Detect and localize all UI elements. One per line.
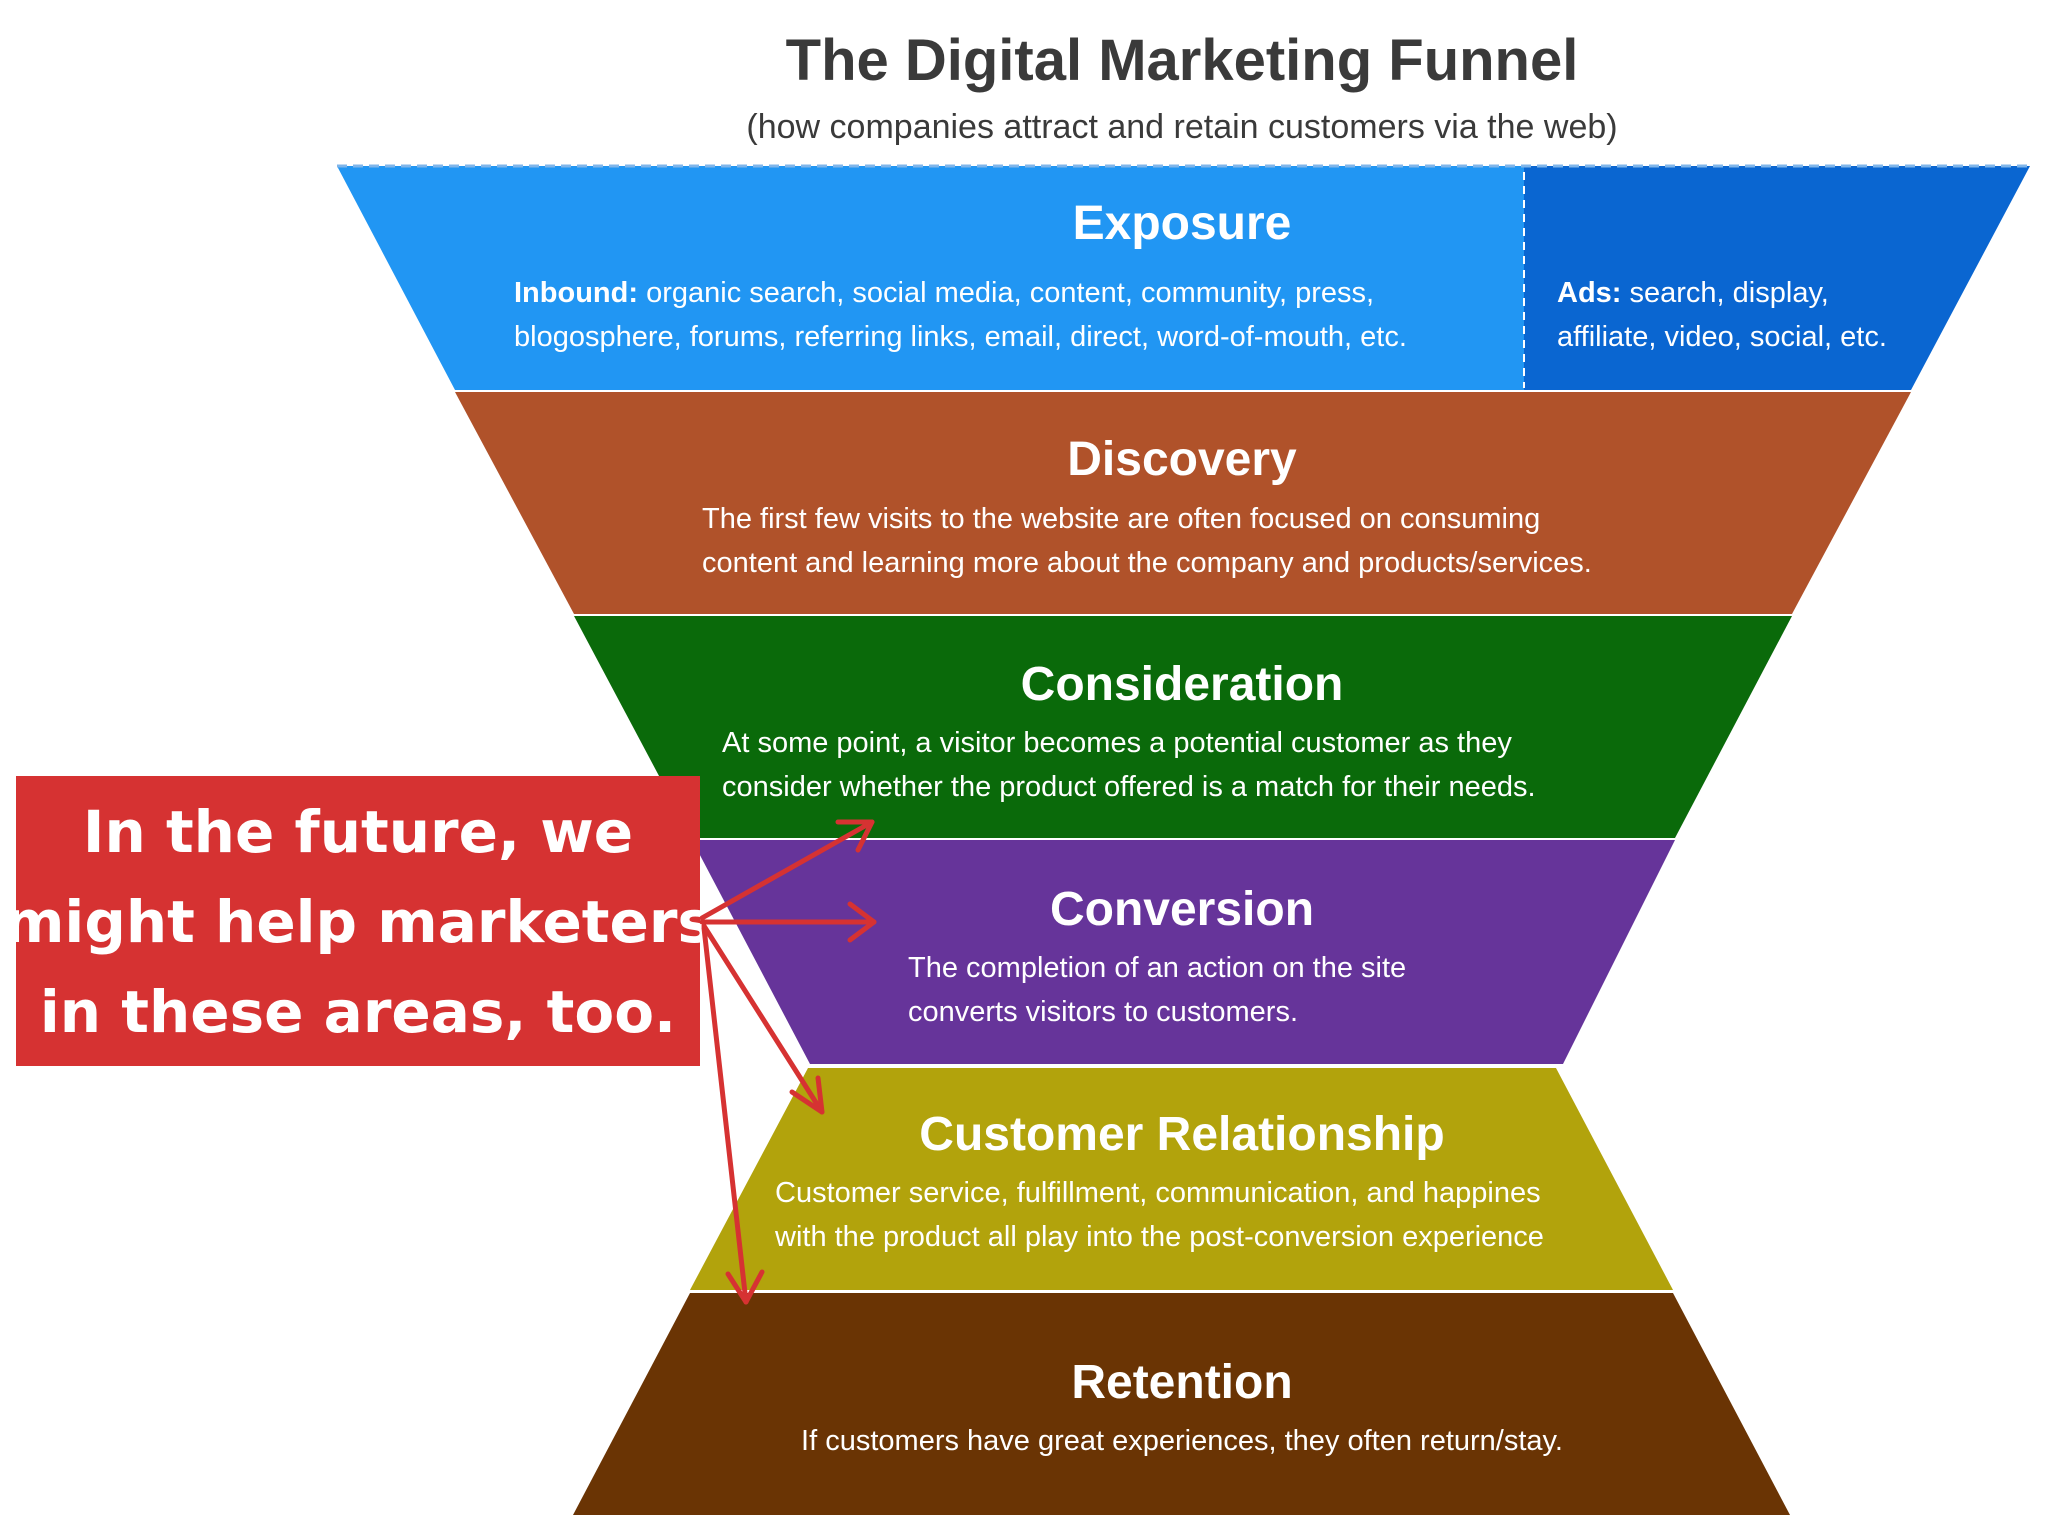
stage-title-customer-relationship: Customer Relationship xyxy=(919,1108,1444,1161)
exposure-inbound-line2: blogosphere, forums, referring links, em… xyxy=(514,321,1407,353)
consideration-line2: consider whether the product offered is … xyxy=(722,771,1536,803)
conversion-band xyxy=(692,840,1675,1064)
conversion-line2: converts visitors to customers. xyxy=(908,996,1298,1028)
exposure-ads-band xyxy=(1524,166,2030,390)
consideration-band xyxy=(574,616,1792,838)
arrow-to-consideration xyxy=(699,819,875,921)
discovery-line2: content and learning more about the comp… xyxy=(702,547,1592,579)
stage-discovery: Discovery The first few visits to the we… xyxy=(455,392,1911,614)
discovery-line1: The first few visits to the website are … xyxy=(702,503,1540,535)
retention-line1: If customers have great experiences, the… xyxy=(801,1425,1563,1457)
stage-customer-relationship: Customer Relationship Customer service, … xyxy=(690,1068,1673,1290)
callout-line3: in these areas, too. xyxy=(40,978,676,1046)
callout-arrows xyxy=(699,819,877,1305)
customer-relationship-line1: Customer service, fulfillment, communica… xyxy=(775,1177,1541,1209)
callout-line2: might help marketers xyxy=(4,888,712,956)
stage-exposure: Exposure Inbound: organic search, social… xyxy=(337,164,2030,390)
customer-relationship-band xyxy=(690,1068,1673,1290)
exposure-ads-line1: Ads: search, display, xyxy=(1557,277,1829,309)
retention-band xyxy=(573,1293,1790,1515)
stage-title-discovery: Discovery xyxy=(1067,433,1297,486)
conversion-line1: The completion of an action on the site xyxy=(908,952,1406,984)
stage-retention: Retention If customers have great experi… xyxy=(573,1293,1790,1515)
stage-consideration: Consideration At some point, a visitor b… xyxy=(574,616,1792,838)
diagram-subtitle: (how companies attract and retain custom… xyxy=(746,108,1617,146)
stage-title-exposure: Exposure xyxy=(1073,197,1292,250)
callout-line1: In the future, we xyxy=(83,798,633,866)
stage-conversion: Conversion The completion of an action o… xyxy=(692,840,1675,1064)
customer-relationship-line2: with the product all play into the post-… xyxy=(774,1221,1544,1253)
exposure-inbound-band xyxy=(337,166,1524,390)
arrow-to-customer-relationship xyxy=(701,923,825,1115)
callout: In the future, we might help marketers i… xyxy=(4,776,712,1066)
stage-title-consideration: Consideration xyxy=(1021,658,1344,711)
diagram-title: The Digital Marketing Funnel xyxy=(786,28,1579,93)
arrow-to-conversion xyxy=(699,901,877,943)
stage-title-retention: Retention xyxy=(1071,1356,1292,1409)
discovery-band xyxy=(455,392,1911,614)
stage-title-conversion: Conversion xyxy=(1050,883,1314,936)
consideration-line1: At some point, a visitor becomes a poten… xyxy=(722,727,1512,759)
callout-box xyxy=(16,776,700,1066)
exposure-ads-line2: affiliate, video, social, etc. xyxy=(1557,321,1887,353)
arrow-to-retention xyxy=(701,925,765,1305)
exposure-inbound-line1: Inbound: organic search, social media, c… xyxy=(514,277,1374,309)
